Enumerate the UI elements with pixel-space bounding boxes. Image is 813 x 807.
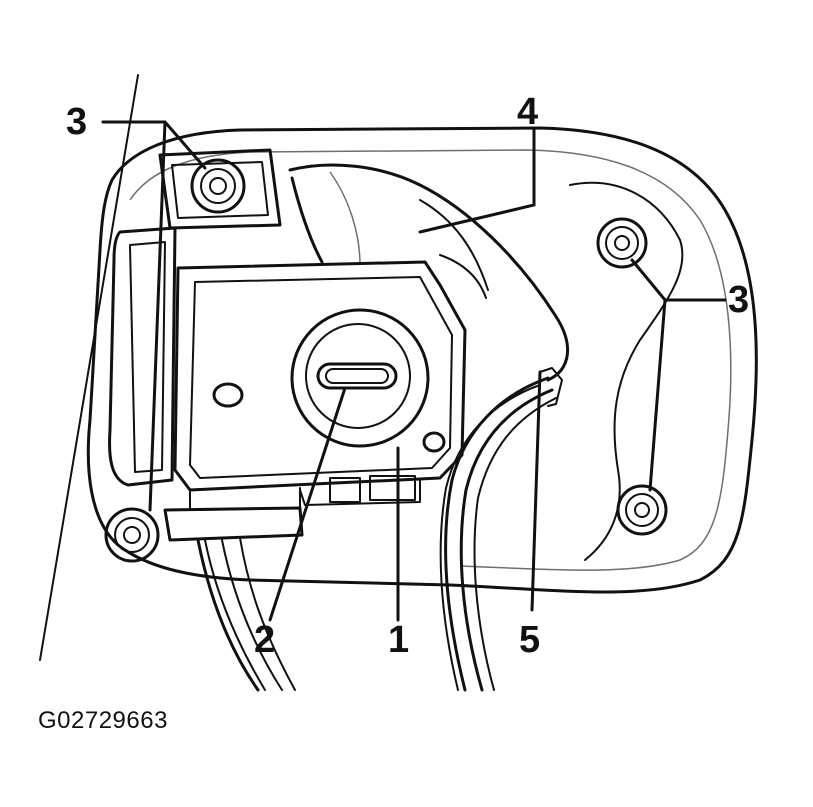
callout-2: 2	[254, 619, 275, 661]
left-frame	[108, 226, 177, 487]
callout-3-top-left: 3	[66, 101, 87, 143]
screw-top-right	[596, 217, 648, 269]
screw-bottom-left	[104, 507, 160, 563]
callout-4: 4	[517, 91, 538, 133]
top-left-bracket	[158, 148, 282, 230]
leader-lines	[101, 120, 727, 622]
callout-3-right: 3	[728, 279, 749, 321]
callout-1: 1	[388, 619, 409, 661]
wiring-harness	[439, 367, 563, 692]
screw-top-left	[190, 158, 246, 214]
bottom-connector	[163, 506, 304, 692]
callout-5: 5	[519, 619, 540, 661]
mount-hole-left	[212, 382, 244, 408]
module-housing	[288, 163, 570, 382]
body-panel	[86, 126, 758, 594]
panel-edge-line	[39, 74, 139, 661]
control-unit	[173, 260, 467, 511]
figure-id: G02729663	[38, 707, 168, 734]
mount-hole-right	[422, 431, 446, 453]
adjuster-knob	[290, 308, 430, 448]
screw-bottom-right	[616, 484, 668, 536]
